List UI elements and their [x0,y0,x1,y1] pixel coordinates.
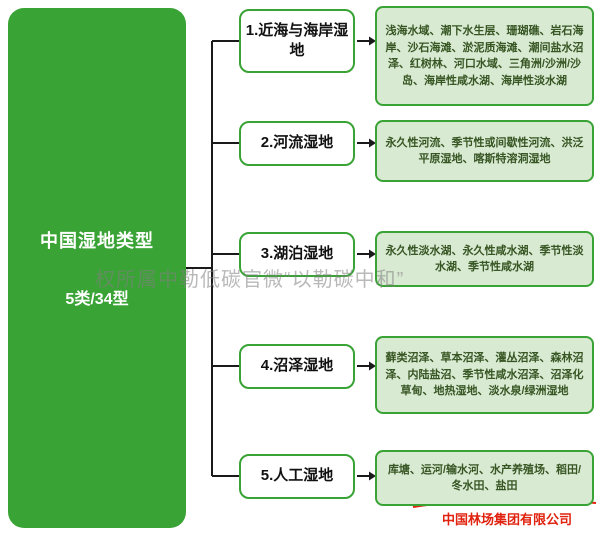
category-node-marsh: 4.沼泽湿地 [239,344,355,389]
detail-types: 永久性河流、季节性或间歇性河流、洪泛平原湿地、喀斯特溶洞湿地 [385,136,584,166]
detail-types: 浅海水域、潮下水生层、珊瑚礁、岩石海岸、沙石海滩、淤泥质海滩、潮间盐水沼泽、红树… [385,25,584,87]
category-label: 4.沼泽湿地 [260,357,334,375]
company-name: 中国林场集团有限公司 [441,512,572,527]
detail-node-lake: 永久性淡水湖、永久性咸水湖、季节性淡水湖、季节性咸水湖 [375,231,594,287]
root-title: 中国湿地类型 [40,231,154,251]
detail-node-marsh: 藓类沼泽、草本沼泽、灌丛沼泽、森林沼泽、内陆盐沼、季节性咸水沼泽、沼泽化草甸、地… [375,336,594,414]
arrow-4 [357,361,376,371]
detail-node-artificial: 库塘、运河/输水河、水产养殖场、稻田/冬水田、盐田 [375,450,594,506]
detail-types: 库塘、运河/输水河、水产养殖场、稻田/冬水田、盐田 [387,463,582,493]
category-node-lake: 3.湖泊湿地 [239,232,355,277]
arrow-2 [357,138,376,148]
detail-node-river: 永久性河流、季节性或间歇性河流、洪泛平原湿地、喀斯特溶洞湿地 [375,120,594,182]
category-node-river: 2.河流湿地 [239,121,355,166]
detail-types: 藓类沼泽、草本沼泽、灌丛沼泽、森林沼泽、内陆盐沼、季节性咸水沼泽、沼泽化草甸、地… [385,352,584,398]
arrow-1 [357,36,376,46]
category-label: 3.湖泊湿地 [260,245,334,263]
category-label: 1.近海与海岸湿地 [245,21,349,59]
category-label: 2.河流湿地 [260,134,334,152]
arrow-3 [357,249,376,259]
arrow-5 [357,471,376,481]
root-subtitle: 5类/34型 [65,291,129,308]
detail-node-coastal: 浅海水域、潮下水生层、珊瑚礁、岩石海岸、沙石海滩、淤泥质海滩、潮间盐水沼泽、红树… [375,6,594,106]
category-label: 5.人工湿地 [260,467,334,485]
root-node: 中国湿地类型 5类/34型 [8,8,186,528]
category-node-artificial: 5.人工湿地 [239,454,355,499]
detail-types: 永久性淡水湖、永久性咸水湖、季节性淡水湖、季节性咸水湖 [385,244,584,274]
category-node-coastal: 1.近海与海岸湿地 [239,9,355,73]
